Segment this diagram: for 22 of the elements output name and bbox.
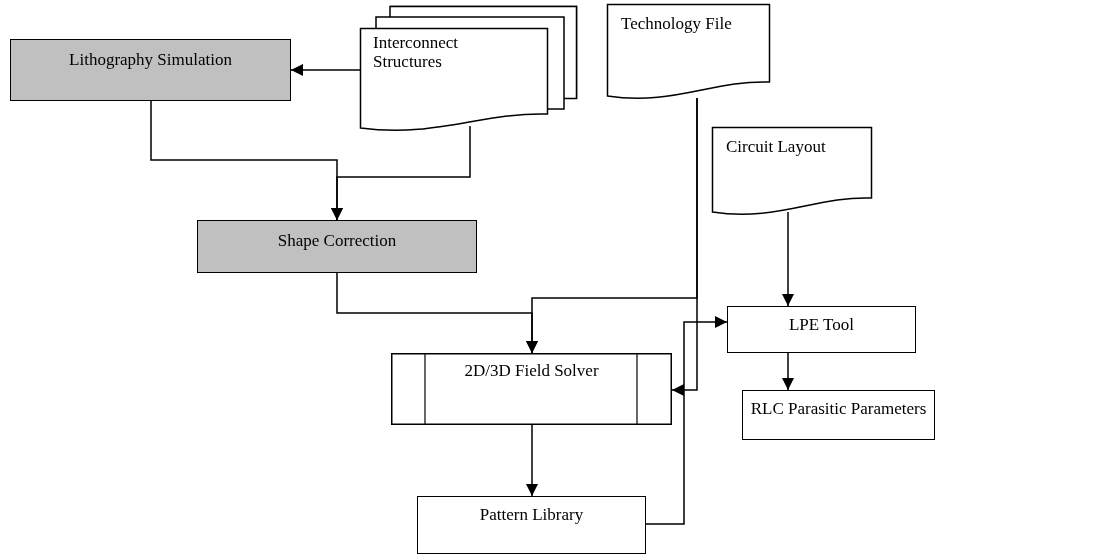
- node-label: Circuit Layout: [726, 137, 826, 156]
- node-label: Shape Correction: [277, 231, 397, 251]
- connector-arrow: [290, 64, 361, 76]
- process-box: [417, 496, 646, 554]
- process-box: [742, 390, 935, 440]
- process-box: [10, 39, 291, 101]
- connector-arrow: [782, 211, 794, 307]
- node-label: Lithography Simulation: [69, 50, 232, 70]
- node-label: Pattern Library: [479, 505, 584, 525]
- node-label: LPE Tool: [788, 315, 855, 335]
- connector-arrow: [526, 424, 538, 497]
- node-label: 2D/3D Field Solver: [464, 361, 599, 381]
- predefined-process-box: [391, 353, 672, 425]
- process-box: [197, 220, 477, 273]
- connector-arrow: [645, 316, 728, 525]
- node-label: Interconnect Structures: [373, 33, 459, 71]
- node-label: Technology File: [621, 14, 732, 33]
- process-box: [727, 306, 916, 353]
- connector-arrow: [671, 97, 698, 396]
- node-label: RLC Parasitic Parameters: [750, 399, 927, 419]
- connector-arrow: [782, 352, 794, 391]
- connector-arrow: [331, 125, 471, 221]
